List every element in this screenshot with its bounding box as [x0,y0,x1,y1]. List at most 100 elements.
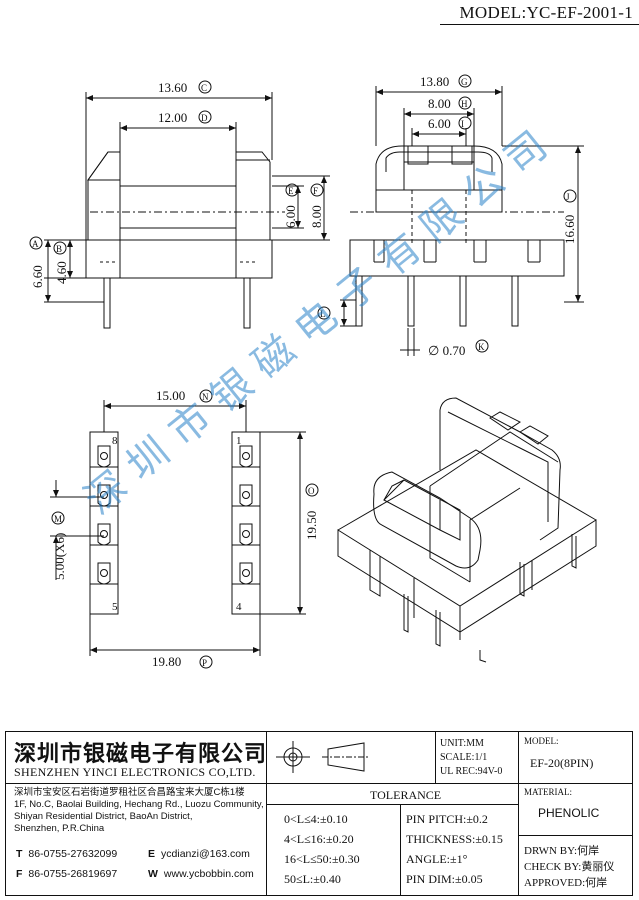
tag-b: B [56,244,62,254]
check-by: CHECK BY:黄丽仪 [524,861,615,873]
tel-key: T [16,848,23,860]
technical-drawing: 13.60 C 12.00 D 6.00 E 8.00 F 6.60 A 4.6… [29,74,597,669]
pin-pad [239,484,253,507]
dim-side-height: 16.60 [562,215,577,244]
pin-pad [97,445,111,468]
divider [400,804,401,896]
tag-f: F [313,186,318,196]
tag-m: M [54,514,62,524]
side-view [340,86,584,356]
dim-front-tube: 6.00 [283,205,298,228]
unit-label: UNIT:MM [440,738,484,749]
divider [266,731,267,896]
dim-front-width: 13.60 [158,80,187,95]
tag-i: I [461,119,464,129]
dim-bottom-width: 19.80 [152,654,181,669]
tag-o: O [308,486,315,496]
pin-hole [100,491,108,499]
pin-label-5: 5 [112,601,118,613]
company-name-en: SHENZHEN YINCI ELECTRONICS CO,LTD. [14,765,256,779]
fax-line: F 86-0755-26819697 [16,868,117,880]
tag-d: D [201,113,208,123]
tag-j: J [566,192,570,202]
tag-n: N [202,392,209,402]
pin-label-4: 4 [236,601,242,613]
header-rule [440,24,639,25]
tag-k: K [478,342,485,352]
model-number: MODEL:YC-EF-2001-1 [459,3,633,22]
pin-pad [239,562,253,585]
tol-thickness: THICKNESS:±0.15 [406,832,503,846]
pin-pad [97,523,111,546]
model-value: EF-20(8PIN) [530,756,594,770]
tol-row-1: 0<L≤4:±0.10 [284,812,348,826]
address-cn: 深圳市宝安区石岩街道罗租社区合昌路宝来大厦C栋1楼 [14,787,245,798]
address-en-1: 1F, No.C, Baolai Building, Hechang Rd., … [14,799,264,810]
title-block [5,731,633,896]
tel-value: 86-0755-27632099 [28,848,118,860]
drawn-by: DRWN BY:何岸 [524,845,600,857]
web-value[interactable]: www.ycbobbin.com [163,868,254,880]
pin-pad [97,484,111,507]
dim-bottom-pin-pitch: 5.00(X6) [52,533,67,580]
dim-front-height: 8.00 [309,205,324,228]
tol-row-4: 50≤L:±0.40 [284,872,341,886]
dim-bottom-length: 19.50 [304,511,319,540]
tol-row-2: 4<L≤16:±0.20 [284,832,354,846]
projection-symbol-icon [276,741,370,773]
dim-front-base-inner: 4.60 [54,261,69,284]
model-caption: MODEL: [524,736,559,746]
dim-front-base: 6.60 [30,265,45,288]
tol-row-3: 16<L≤50:±0.30 [284,852,360,866]
web-key: W [148,868,158,880]
tag-l: L [320,309,326,319]
ul-rec-label: UL REC:94V-0 [440,766,503,777]
pin-label-8: 8 [112,435,118,447]
tag-h: H [461,99,468,109]
tag-c: C [201,83,207,93]
tag-e: E [288,186,294,196]
divider [266,804,518,805]
divider [518,731,519,896]
divider [518,835,633,836]
tol-angle: ANGLE:±1° [406,852,468,866]
symbol-cell [266,731,436,783]
fax-key: F [16,868,23,880]
email-key: E [148,848,156,860]
pin-label-1: 1 [236,435,242,447]
company-name-cn: 深圳市银磁电子有限公司 [14,741,268,766]
tag-a: A [32,239,39,249]
bottom-view [50,400,306,656]
material-caption: MATERIAL: [524,787,572,797]
approved-by: APPROVED:何岸 [524,877,608,889]
tel-line: T 86-0755-27632099 [16,848,117,860]
pin-hole [100,452,108,460]
dim-bottom-pitch: 15.00 [156,388,185,403]
dim-side-inner: 6.00 [428,116,451,131]
pin-hole [100,569,108,577]
address-en-3: Shenzhen, P.R.China [14,823,105,834]
material-value: PHENOLIC [538,806,600,820]
fax-value: 86-0755-26819697 [28,868,118,880]
pin-pad [239,523,253,546]
address-en-2: Shiyan Residential District, BaoAn Distr… [14,811,193,822]
pin-hole [242,452,250,460]
pin-hole [242,530,250,538]
pin-pad [97,562,111,585]
pin-hole [100,530,108,538]
pin-hole [242,491,250,499]
divider [5,783,266,784]
divider [266,783,633,784]
isometric-view [337,397,597,663]
tag-p: P [202,658,207,668]
pin-pad [239,445,253,468]
pin-hole [242,569,250,577]
tolerance-title: TOLERANCE [370,788,442,802]
tol-pin-pitch: PIN PITCH:±0.2 [406,812,488,826]
email-value[interactable]: ycdianzi@163.com [161,848,250,860]
dim-side-width: 13.80 [420,74,449,89]
tol-pin-dim: PIN DIM:±0.05 [406,872,483,886]
dim-front-inner: 12.00 [158,110,187,125]
